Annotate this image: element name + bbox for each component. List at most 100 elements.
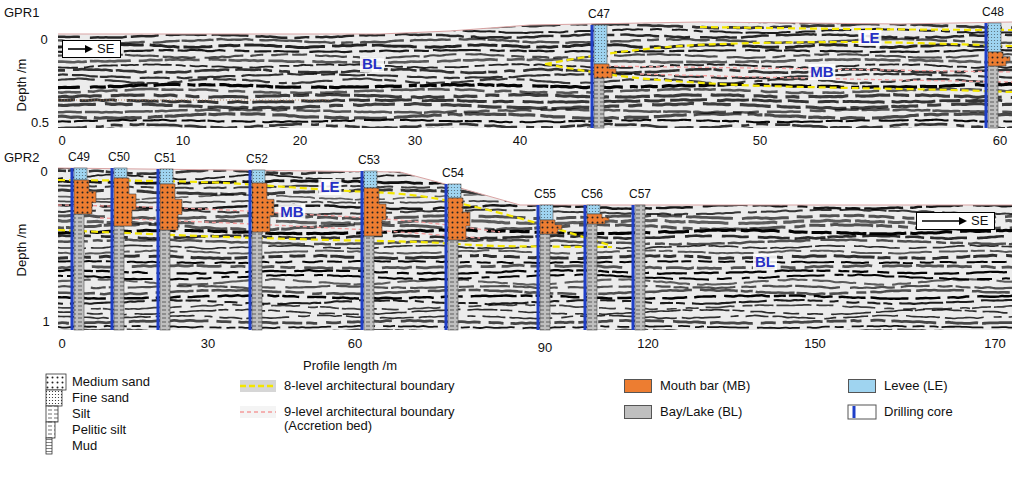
ground-surface <box>58 168 1012 205</box>
direction-box: SE <box>62 40 121 58</box>
tick-label: 0 <box>40 33 47 47</box>
levee-layer <box>587 205 600 214</box>
lithology-pattern <box>46 390 62 406</box>
facies-label: BL <box>360 56 384 72</box>
core-number: C53 <box>353 153 385 167</box>
silt-pattern <box>252 170 265 183</box>
bay-lake-layer <box>364 236 374 330</box>
legend-samples <box>46 374 876 454</box>
core-logs <box>72 23 1010 330</box>
lithology-pattern <box>46 438 52 454</box>
legend-swatch <box>624 405 652 419</box>
sand-pattern <box>540 220 562 234</box>
silt-pattern <box>540 205 553 220</box>
boundary-9-sample <box>240 411 276 413</box>
bay-lake-layer <box>252 232 262 330</box>
gpr-reflector <box>54 315 1014 318</box>
legend-swatch <box>624 379 652 393</box>
core-sample-line <box>853 406 856 418</box>
sand-pattern <box>160 184 182 230</box>
gpr-reflector <box>54 100 1014 103</box>
gpr-reflector <box>54 78 1014 83</box>
facies-label: MB <box>278 204 305 220</box>
drilling-core-line <box>361 171 364 330</box>
core-log <box>446 184 470 330</box>
lithology-sample <box>46 390 62 406</box>
gpr-reflector <box>54 330 1014 335</box>
lithology-pattern <box>46 406 58 422</box>
levee-layer <box>114 168 127 178</box>
gpr-reflector <box>54 295 1014 298</box>
levee-layer <box>74 168 87 180</box>
tick-label: 30 <box>201 337 215 351</box>
core-number: C56 <box>576 187 608 201</box>
bay-lake-layer <box>594 78 604 128</box>
levee-layer <box>252 170 265 183</box>
gpr-reflector <box>54 209 1014 214</box>
gpr-reflector <box>54 320 1014 323</box>
gpr-reflector <box>54 174 1014 179</box>
sand-pattern <box>364 188 386 236</box>
gpr-reflector <box>54 279 1014 285</box>
reference-line <box>58 100 330 101</box>
legend-label: Mouth bar (MB) <box>660 379 750 393</box>
mouth-bar-layer <box>448 198 470 240</box>
silt-pattern <box>594 25 607 64</box>
bay-lake-layer <box>587 224 597 330</box>
gpr-reflector <box>54 261 1014 263</box>
core-log <box>592 25 616 128</box>
levee-layer <box>988 23 1001 52</box>
gpr-reflector <box>54 124 1014 129</box>
lithology-pattern <box>46 374 66 390</box>
core-log <box>633 205 645 330</box>
gpr-reflector <box>54 215 1014 219</box>
bay-lake-layer <box>635 205 645 330</box>
mud-pattern <box>114 226 124 330</box>
tick-label: 20 <box>293 134 307 148</box>
silt-pattern <box>448 184 461 198</box>
legend-swatch <box>848 379 876 393</box>
gpr-reflector <box>54 109 1014 112</box>
drilling-core-line <box>157 169 160 330</box>
axis-title: Depth /m <box>15 59 29 112</box>
gpr-reflector <box>54 274 1014 279</box>
drilling-core: C49 <box>63 150 95 330</box>
gpr-reflector <box>54 114 1014 119</box>
core-sample-box <box>848 405 876 419</box>
tick-label: 10 <box>176 134 190 148</box>
tick-label: 0 <box>58 337 65 351</box>
boundaries <box>58 27 1012 247</box>
gpr-reflector <box>54 309 1014 314</box>
bay-lake-layer <box>540 234 550 330</box>
sand-pattern <box>114 178 136 226</box>
levee-layer <box>594 25 607 64</box>
core-log <box>250 170 274 330</box>
tick-label: 1 <box>42 315 49 329</box>
gpr-panel: C49C50C51C52C53C54C55C56C57SEGPR2 <box>58 166 1012 330</box>
boundary-9-level <box>600 66 1012 72</box>
gpr-reflector <box>54 89 1014 93</box>
legend-label: Fine sand <box>72 391 129 405</box>
core-log <box>112 168 136 330</box>
facies-label: LE <box>858 30 881 46</box>
bay-lake-layer <box>114 226 124 330</box>
boundary-8-sample <box>240 385 276 387</box>
levee-layer <box>540 205 553 220</box>
core-number: C50 <box>103 150 135 164</box>
core-number: C52 <box>241 152 273 166</box>
gpr-reflector <box>54 240 1014 245</box>
arrow-head <box>959 217 967 225</box>
gpr-reflector <box>54 94 1014 97</box>
gpr-reflector <box>54 164 1014 170</box>
gpr-reflector <box>54 54 1014 58</box>
legend-label: Drilling core <box>884 405 953 419</box>
gpr-reflector <box>54 64 1014 68</box>
bay-lake-layer <box>988 66 998 128</box>
legend-label: 9-level architectural boundary (Accretio… <box>284 405 499 433</box>
core-number: C54 <box>437 166 469 180</box>
sand-pattern <box>252 183 274 232</box>
mud-pattern <box>594 78 604 128</box>
levee-layer <box>448 184 461 198</box>
